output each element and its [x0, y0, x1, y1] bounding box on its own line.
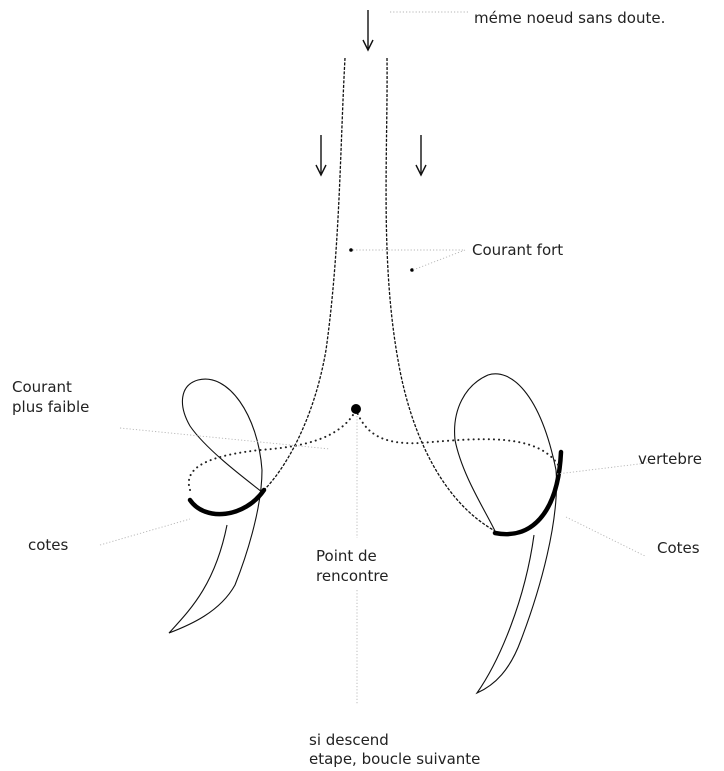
arrow-down-icon-top	[363, 10, 373, 50]
label-ribs-left: cotes	[28, 535, 68, 555]
leader-strong-current	[353, 250, 465, 270]
label-vertebra: vertebre	[638, 449, 702, 469]
arrow-down-icon-left	[316, 135, 326, 175]
label-meeting-point-line1: Point de	[316, 546, 377, 566]
stem-right-line	[386, 58, 495, 531]
label-descends-line1: si descend	[309, 730, 389, 750]
leader-cotes-right	[566, 517, 645, 556]
label-descends-line2: etape, boucle suivante	[309, 749, 480, 769]
leader-cotes-left	[100, 519, 190, 545]
left-rib-arc	[190, 490, 264, 514]
label-ribs-right: Cotes	[657, 538, 700, 558]
leader-weaker-current	[120, 428, 330, 449]
arrow-down-icon-right	[416, 135, 426, 175]
label-weaker-current-line1: Courant	[12, 377, 72, 397]
right-rib-arc	[495, 452, 561, 534]
label-meeting-point-line2: rencontre	[316, 566, 388, 586]
meeting-point-dot	[351, 404, 361, 414]
label-weaker-current-line2: plus faible	[12, 397, 89, 417]
strong-current-dot-left	[349, 248, 353, 252]
stem-left-line	[262, 58, 345, 492]
label-same-node: méme noeud sans doute.	[474, 8, 665, 28]
label-strong-current: Courant fort	[472, 240, 563, 260]
